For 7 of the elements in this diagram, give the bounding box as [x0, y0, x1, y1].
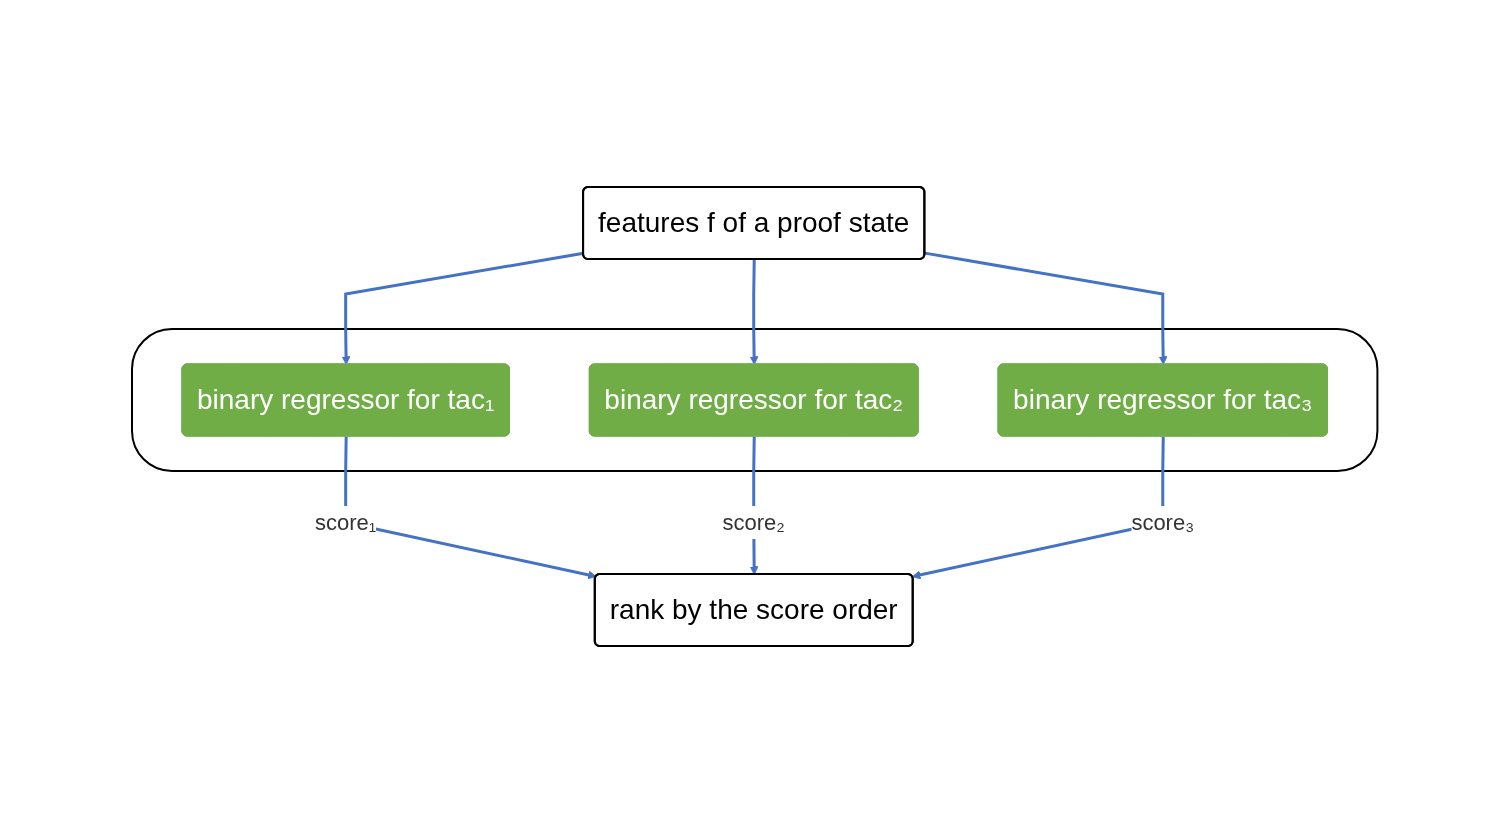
arrow: [924, 251, 1168, 365]
arrow: [341, 251, 584, 365]
cluster: [130, 327, 1379, 472]
edge-label: score₃: [1131, 509, 1194, 535]
arrow: [749, 258, 759, 365]
edge-label: score₁: [314, 509, 377, 535]
edge-label: score₂: [722, 509, 785, 535]
